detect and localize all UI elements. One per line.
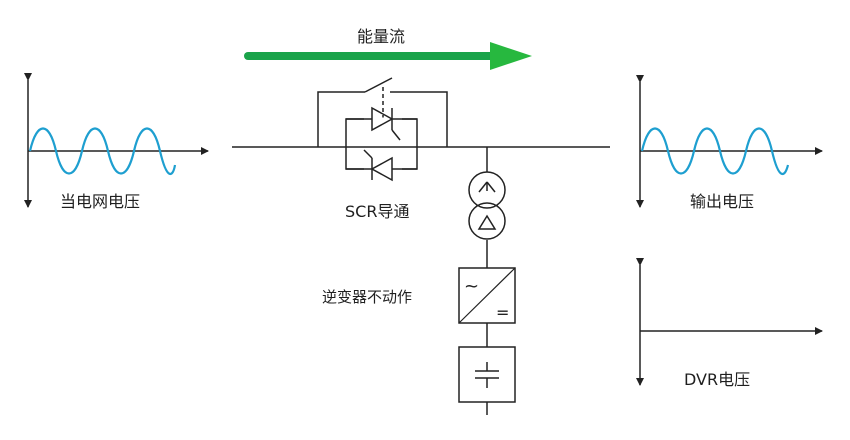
inverter-dc-icon: = xyxy=(496,303,509,322)
grid-voltage-plot xyxy=(24,73,209,208)
output-voltage-plot xyxy=(636,75,823,208)
inverter-state-label: 逆变器不动作 xyxy=(322,288,412,306)
output-voltage-label: 输出电压 xyxy=(690,192,754,211)
energy-flow-label: 能量流 xyxy=(357,27,405,46)
main-circuit xyxy=(232,77,610,170)
scr-thyristor-forward xyxy=(346,106,417,141)
transformer-delta-icon xyxy=(477,214,497,230)
dvr-voltage-label: DVR电压 xyxy=(684,370,750,389)
transformer-wye-icon xyxy=(478,181,496,193)
energy-flow-arrow xyxy=(244,42,532,70)
grid-voltage-waveform xyxy=(28,127,177,175)
scr-thyristor-reverse xyxy=(346,149,417,182)
inverter: ~ = xyxy=(458,267,516,324)
grid-voltage-label: 当电网电压 xyxy=(60,192,140,211)
dvr-voltage-plot xyxy=(636,258,823,386)
scr-state-label: SCR导通 xyxy=(345,202,409,221)
transformer xyxy=(468,171,506,240)
capacitor-icon xyxy=(458,346,516,403)
inverter-ac-icon: ~ xyxy=(464,276,479,297)
output-voltage-waveform xyxy=(640,127,790,175)
